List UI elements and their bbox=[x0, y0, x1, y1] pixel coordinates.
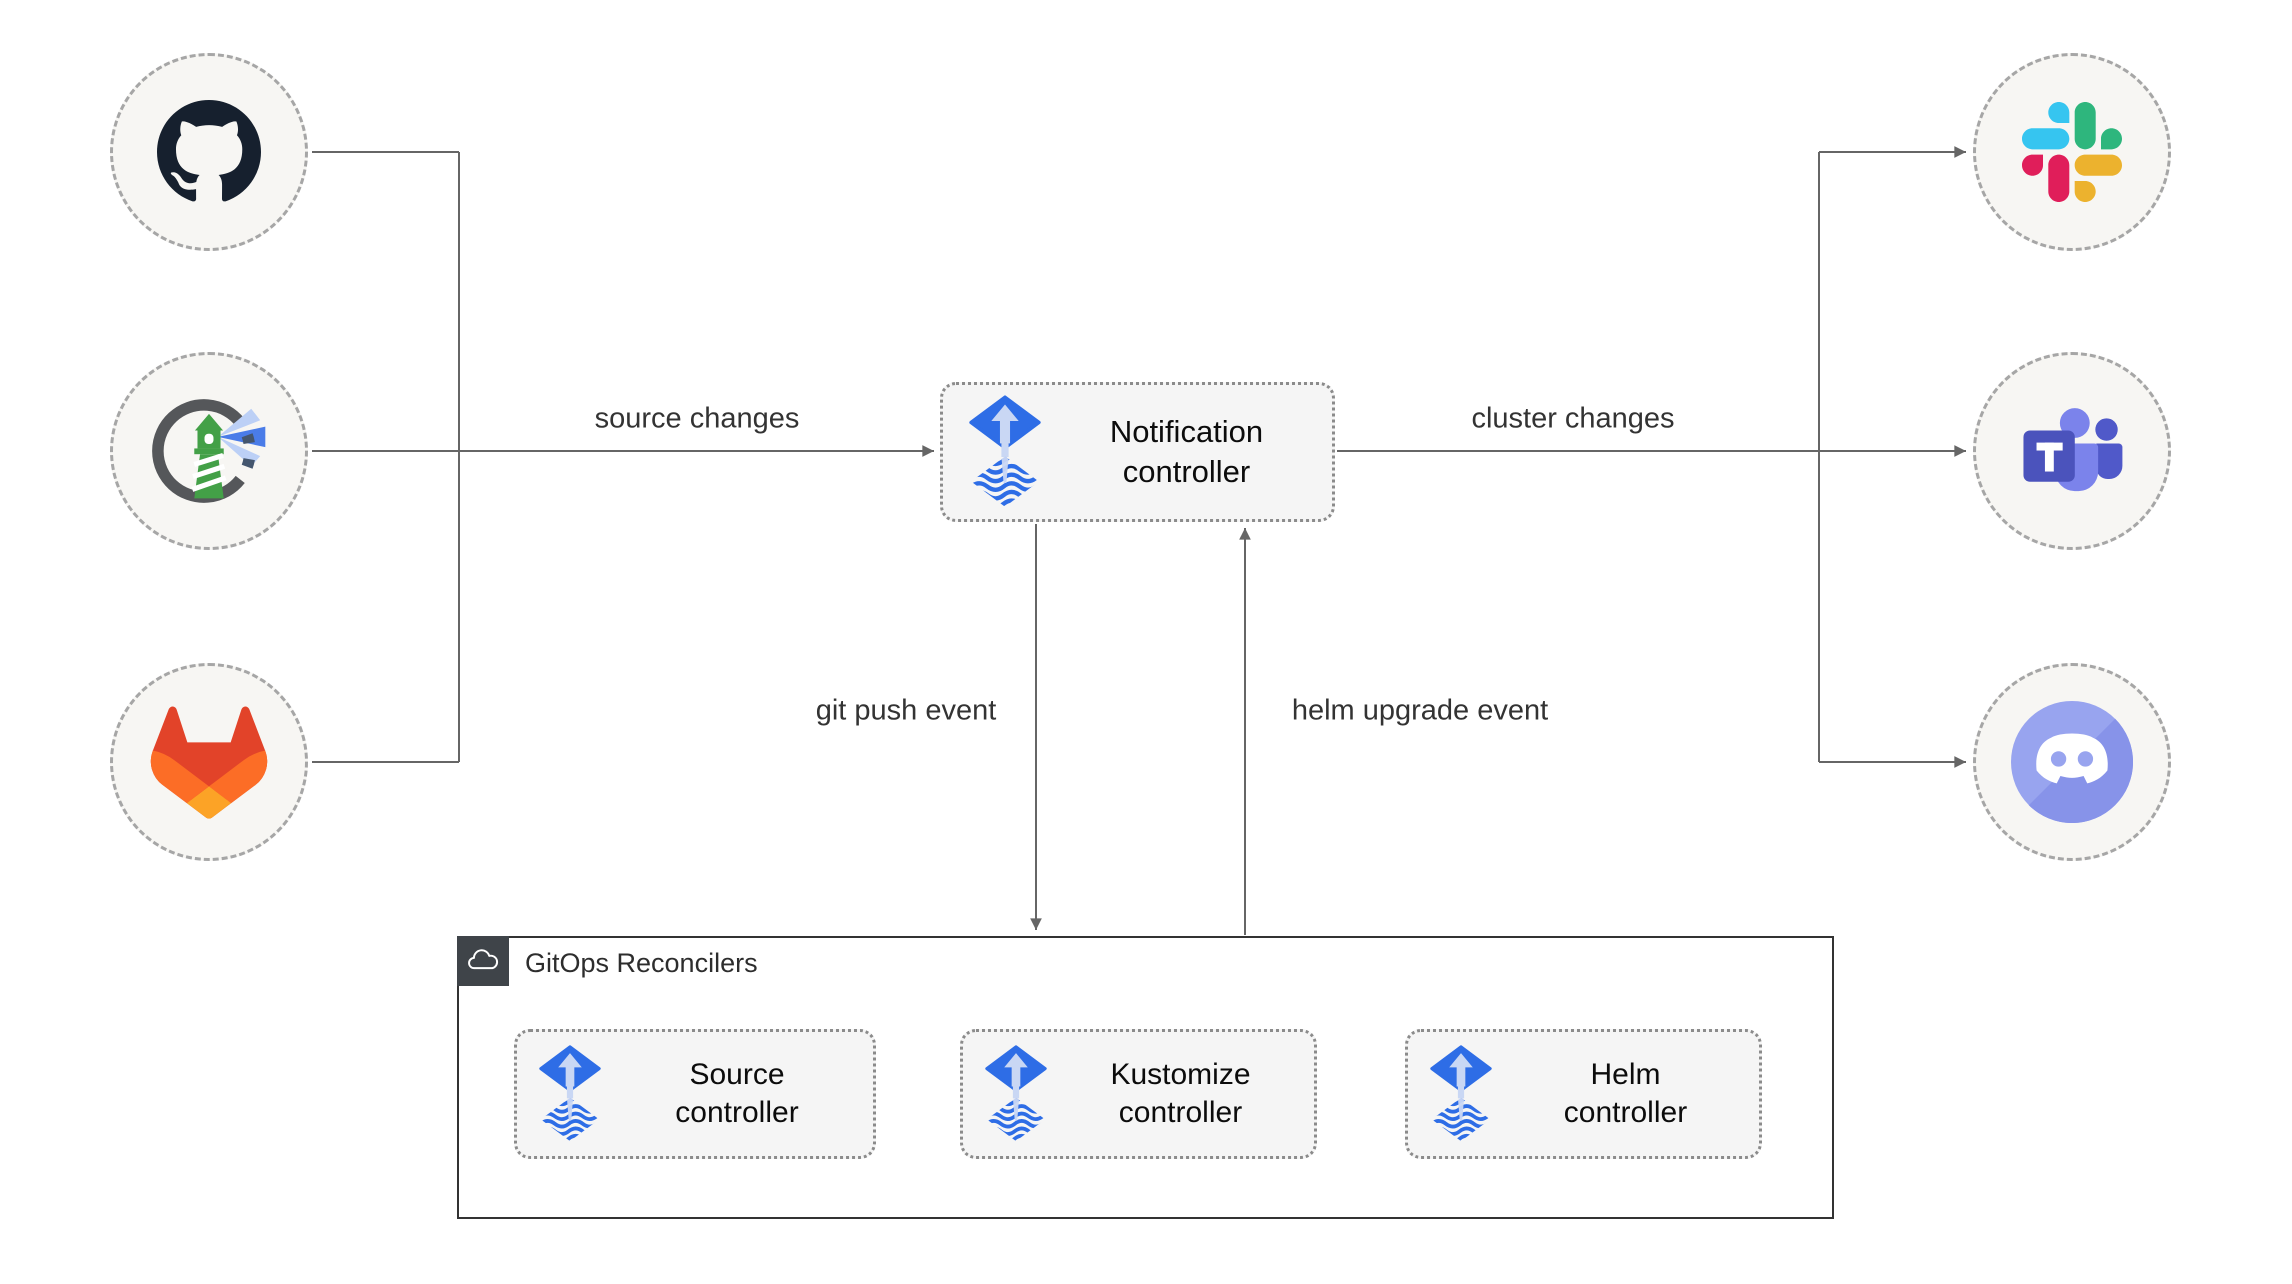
flux-icon bbox=[1430, 1045, 1492, 1143]
kustomize-controller-label: Kustomize controller bbox=[1110, 1057, 1251, 1129]
edge-label-cluster-changes: cluster changes bbox=[1471, 402, 1675, 435]
github-icon bbox=[157, 100, 261, 202]
edge-label-helm-upgrade-event: helm upgrade event bbox=[1291, 694, 1549, 727]
gitlab-icon bbox=[150, 706, 268, 819]
group-tab bbox=[457, 936, 509, 986]
kustomize-controller-node: Kustomize controller bbox=[960, 1029, 1317, 1159]
target-node-slack bbox=[1973, 53, 2171, 251]
source-node-gitlab bbox=[110, 663, 308, 861]
source-node-harbor bbox=[110, 352, 308, 550]
slack-icon bbox=[2022, 102, 2122, 202]
edge-label-source-changes: source changes bbox=[594, 402, 800, 435]
flux-icon bbox=[985, 1045, 1047, 1143]
discord-icon bbox=[2011, 701, 2133, 823]
target-node-teams bbox=[1973, 352, 2171, 550]
notification-controller-node: Notification controller bbox=[940, 382, 1335, 522]
cloud-icon bbox=[468, 949, 499, 970]
target-node-discord bbox=[1973, 663, 2171, 861]
source-controller-label: Source controller bbox=[675, 1057, 799, 1129]
helm-controller-node: Helm controller bbox=[1405, 1029, 1762, 1159]
group-title: GitOps Reconcilers bbox=[525, 948, 758, 978]
helm-controller-label: Helm controller bbox=[1563, 1057, 1688, 1129]
source-node-github bbox=[110, 53, 308, 251]
harbor-icon bbox=[152, 399, 266, 503]
gitops-reconcilers-group: GitOps Reconcilers Source controller Kus… bbox=[457, 936, 1834, 1219]
edge-label-git-push-event: git push event bbox=[815, 694, 997, 727]
notification-controller-label: Notification controller bbox=[1109, 414, 1264, 489]
flux-icon bbox=[969, 395, 1041, 509]
teams-icon bbox=[2023, 408, 2123, 492]
flux-icon bbox=[539, 1045, 601, 1143]
source-controller-node: Source controller bbox=[514, 1029, 876, 1159]
